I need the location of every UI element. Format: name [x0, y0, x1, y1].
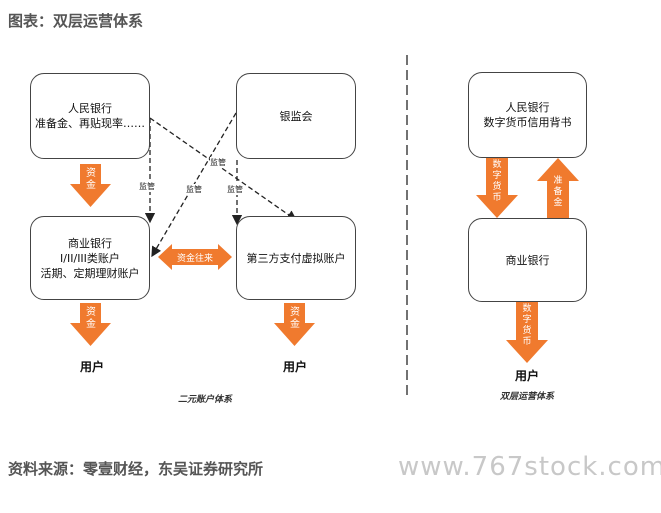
commercial-bank-box: 商业银行 I/II/III类账户 活期、定期理财账户 [30, 216, 150, 300]
bank-account-kinds: 活期、定期理财账户 [40, 266, 140, 280]
left-caption: 二元账户体系 [178, 395, 233, 405]
right-pboc-title: 人民银行 [505, 101, 550, 114]
reserve-up-label: 准备金 [553, 176, 563, 208]
fund-arrow-bottom-left-label: 资金 [86, 307, 96, 330]
digital-currency-down-label: 数字货币 [492, 160, 502, 203]
bank-account-types: I/II/III类账户 [60, 251, 120, 265]
supervise-line-pboc-third [149, 117, 298, 221]
supervise-label-2: 监管 [186, 184, 202, 195]
right-caption: 双层运营体系 [500, 392, 555, 402]
reserve-up-arrow [537, 158, 579, 218]
fund-arrow-bottom-right [274, 303, 315, 346]
fund-exchange-label: 资金往来 [176, 254, 213, 264]
cbrc-title: 银监会 [279, 109, 313, 123]
right-pboc-subtitle: 数字货币信用背书 [483, 116, 572, 129]
fund-arrow-bottom-right-label: 资金 [290, 307, 300, 330]
user-left: 用户 [80, 360, 105, 374]
cbrc-box: 银监会 [236, 73, 356, 159]
right-commercial-bank-box: 商业银行 [468, 218, 587, 302]
digital-currency-user-arrow [506, 302, 548, 363]
figure-title: 图表：双层运营体系 [8, 12, 144, 30]
right-bank-title: 商业银行 [505, 253, 550, 267]
digital-currency-user-label: 数字货币 [522, 304, 532, 347]
fund-arrow-top-label: 资金 [86, 168, 96, 191]
pboc-subtitle: 准备金、再贴现率…… [35, 117, 145, 130]
fund-arrow-bottom-left [70, 303, 111, 346]
source-note: 资料来源：零壹财经，东吴证券研究所 [8, 460, 264, 478]
supervise-label-4: 监管 [227, 184, 243, 195]
supervise-label-3: 监管 [210, 157, 226, 168]
right-user: 用户 [515, 369, 540, 383]
right-pboc-box: 人民银行 数字货币信用背书 [468, 72, 587, 158]
bank-title: 商业银行 [68, 236, 112, 250]
pboc-box: 人民银行 准备金、再贴现率…… [30, 73, 150, 159]
user-right: 用户 [283, 360, 308, 374]
fund-arrow-top [70, 164, 111, 207]
digital-currency-down-arrow [476, 158, 518, 218]
supervise-label-1: 监管 [139, 181, 155, 192]
third-party-title: 第三方支付虚拟账户 [246, 251, 346, 265]
watermark: www.767stock.com [398, 452, 661, 482]
fund-exchange-arrow [158, 244, 232, 270]
third-party-payment-box: 第三方支付虚拟账户 [236, 216, 356, 300]
pboc-title: 人民银行 [68, 102, 112, 115]
